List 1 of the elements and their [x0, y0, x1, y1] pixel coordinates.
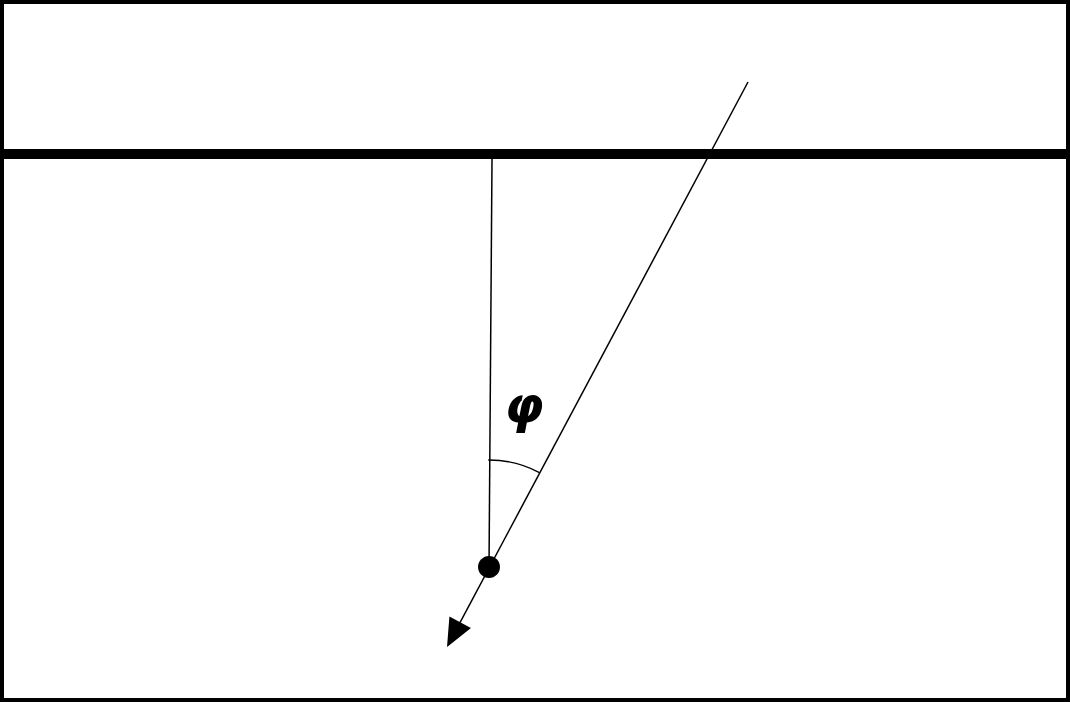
- angle-label: φ: [508, 395, 543, 433]
